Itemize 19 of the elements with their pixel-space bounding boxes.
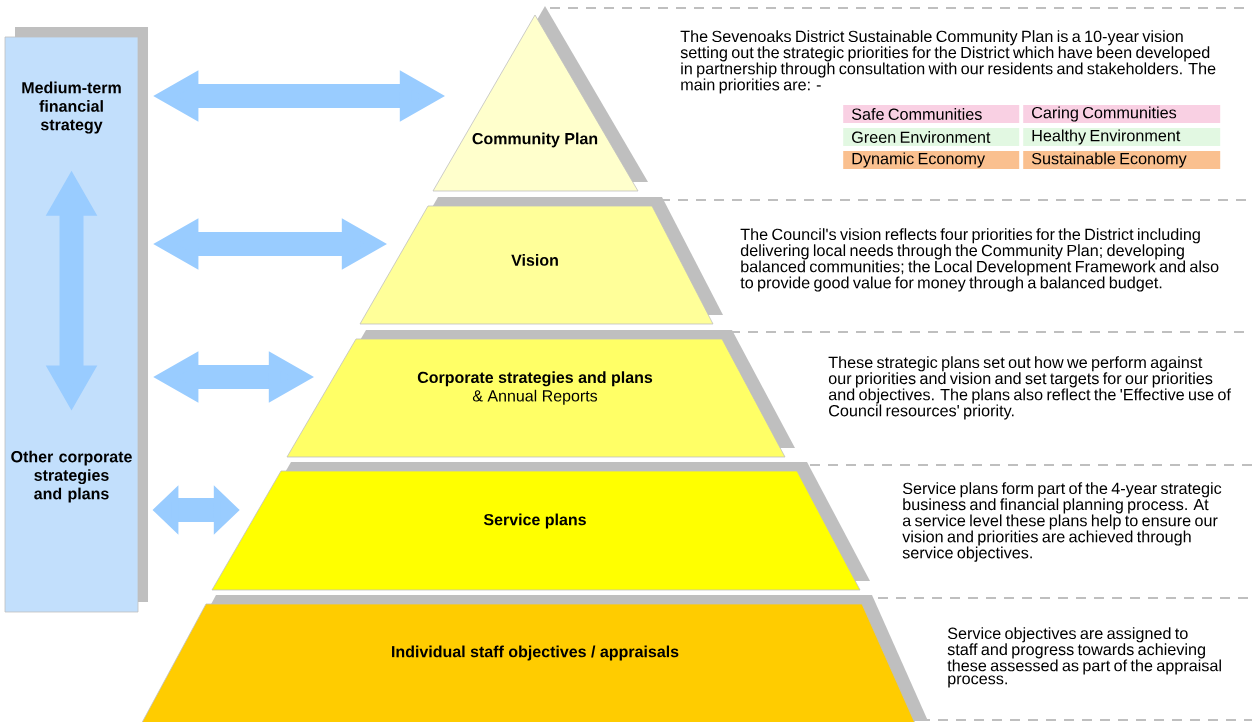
description-text: These strategic plans set out how we perform against our priorities and vision and set targets for our priorities and objectives. The plans also reflect the 'Effective use of Council resources' priority.: [828, 356, 1231, 420]
priority-cell: Caring Communities: [1023, 105, 1221, 123]
description-text: Service plans form part of the 4-year strategic business and financial planning process. At a service level these plans help to ensure our vision and priorities are achieved through service objectives.: [902, 482, 1222, 562]
priority-cell: Healthy Environment: [1023, 128, 1221, 146]
side-panel: [4, 27, 148, 613]
priority-cell: Safe Communities: [843, 105, 1020, 123]
pyramid-layer: Individual staff objectives / appraisals: [137, 595, 928, 722]
pyramid-layer: Vision: [359, 197, 723, 325]
pyramid-layer: Community Plan: [432, 6, 648, 192]
pyramid-layer: Corporate strategies and plans & Annual Reports: [286, 330, 795, 458]
priority-cell: Green Environment: [843, 128, 1020, 146]
panel-heading: Other corporate strategies and plans: [11, 450, 132, 503]
description-text: Service objectives are assigned to staff and progress towards achieving these assessed as part of the appraisal process.: [947, 627, 1221, 688]
description-text: The Sevenoaks District Sustainable Community Plan is a 10-year vision setting out the strategic priorities for the District which have been developed in partnership through consultation with our residents and stakeholders. The main priorities are: -: [680, 30, 1216, 94]
priority-cell: Sustainable Economy: [1023, 151, 1221, 169]
description-text: The Council's vision reflects four priorities for the District including delivering local needs through the Community Plan; developing balanced communities; the Local Development Framework and also to provide good value for money through a balanced budget.: [740, 228, 1219, 292]
priority-cell: Dynamic Economy: [843, 151, 1020, 169]
pyramid-layer: Service plans: [211, 462, 870, 591]
panel-heading: Medium-term financial strategy: [22, 81, 121, 134]
